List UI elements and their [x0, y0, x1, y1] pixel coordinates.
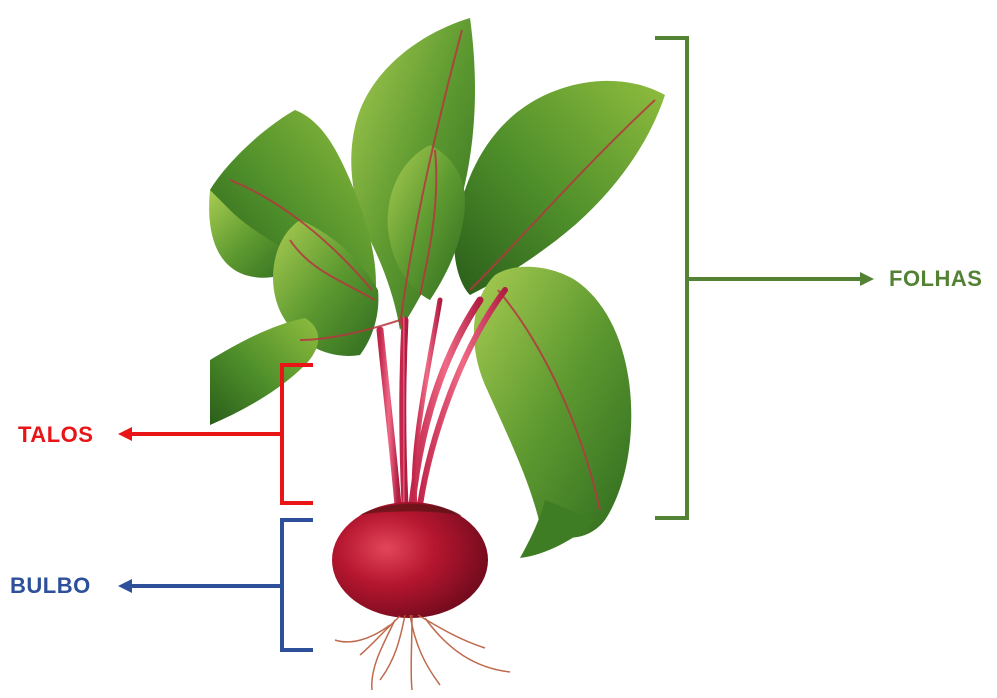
folhas-arrowhead — [860, 272, 874, 286]
talos-arrowhead — [118, 427, 132, 441]
leaf-upper-right — [454, 81, 665, 295]
bulbo-arrowhead — [118, 579, 132, 593]
talos-label: TALOS — [18, 422, 93, 448]
beet-icon — [332, 502, 510, 690]
leaf-right-large — [474, 267, 631, 538]
bulbo-label: BULBO — [10, 573, 91, 599]
folhas-bracket — [655, 38, 874, 518]
leaves — [209, 18, 665, 558]
leaf-lower-left — [210, 318, 318, 425]
folhas-label: FOLHAS — [889, 266, 982, 292]
bulbo-bracket — [118, 520, 313, 650]
